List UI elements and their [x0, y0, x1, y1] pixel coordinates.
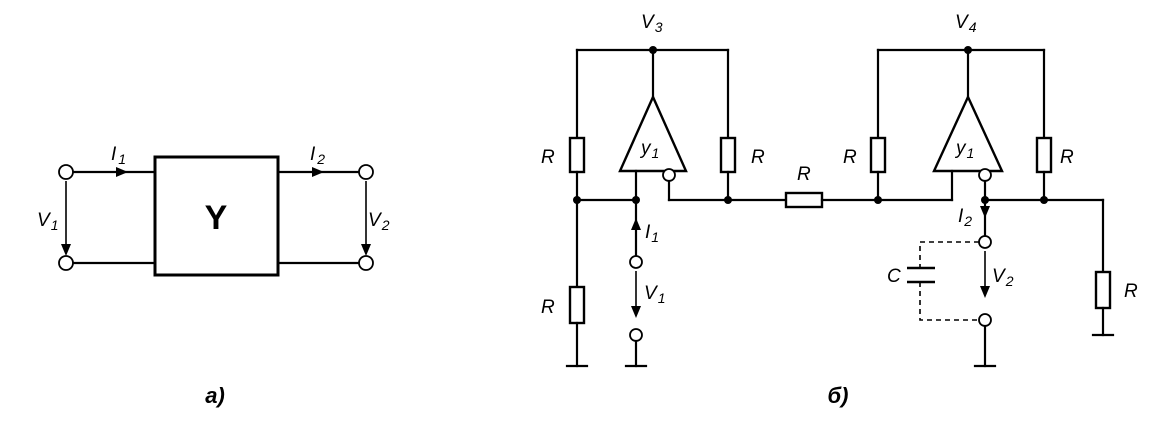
resistor-r5 [1035, 136, 1053, 174]
output-bottom-terminal [358, 255, 374, 271]
output-top-terminal [358, 164, 374, 180]
i2-arrow-icon-b [980, 206, 990, 218]
input-top-terminal [58, 164, 74, 180]
y-block [153, 155, 280, 277]
v3-node [649, 46, 657, 54]
v2-arrow-icon-b [980, 286, 990, 298]
panel-b-circuit: V3 R R y1 I1 V1 R [541, 12, 1138, 408]
r2-label: R [751, 147, 765, 168]
r2-node [724, 196, 732, 204]
capacitor-bottom-dashed-wire [919, 282, 979, 321]
i2-arrow-icon [312, 167, 324, 177]
resistor-r-series [784, 191, 824, 209]
amp1-output-bubble [662, 168, 676, 182]
v2-label-b: V2 [992, 266, 1014, 289]
resistor-r4 [869, 136, 887, 174]
i2-label-b: I2 [958, 206, 972, 229]
capacitor-label: C [887, 266, 901, 287]
amplifier-1 [618, 94, 688, 173]
capacitor-top-dashed-wire [919, 241, 979, 268]
amp1-label: y1 [639, 138, 659, 161]
r4-label: R [843, 147, 857, 168]
v2-arrow-icon [361, 244, 371, 256]
v2-terminal-bottom [978, 313, 992, 327]
amp2-output-bubble [978, 168, 992, 182]
r6-label: R [1124, 281, 1138, 302]
i1-arrow-icon [116, 167, 128, 177]
resistor-r1 [568, 136, 586, 174]
left-node [573, 196, 581, 204]
v1-label-b: V1 [644, 283, 665, 306]
v1-arrow-icon-b [631, 306, 641, 318]
r3-label: R [541, 297, 555, 318]
input-bottom-terminal [58, 255, 74, 271]
caption-a: a) [205, 383, 225, 408]
v2-label: V2 [368, 210, 390, 233]
resistor-r2 [719, 136, 737, 174]
v1-label: V1 [37, 210, 58, 233]
v4-node [964, 46, 972, 54]
v4-label: V4 [955, 12, 977, 35]
resistor-r6 [1094, 270, 1112, 310]
v3-label: V3 [641, 12, 663, 35]
resistor-r3 [568, 285, 586, 325]
r1-label: R [541, 147, 555, 168]
i1-arrow-icon-b [631, 218, 641, 230]
i1-label-b: I1 [645, 222, 659, 245]
amplifier-2 [932, 94, 1004, 173]
v1-terminal-top [629, 255, 643, 269]
v1-terminal-bottom [629, 328, 643, 342]
y-block-label: Y [205, 199, 228, 237]
v2-terminal-top [978, 235, 992, 249]
caption-b: б) [828, 383, 849, 408]
r-series-label: R [797, 164, 811, 185]
v1-arrow-icon [61, 244, 71, 256]
r5-label: R [1060, 147, 1074, 168]
amp2-label: y1 [954, 138, 974, 161]
